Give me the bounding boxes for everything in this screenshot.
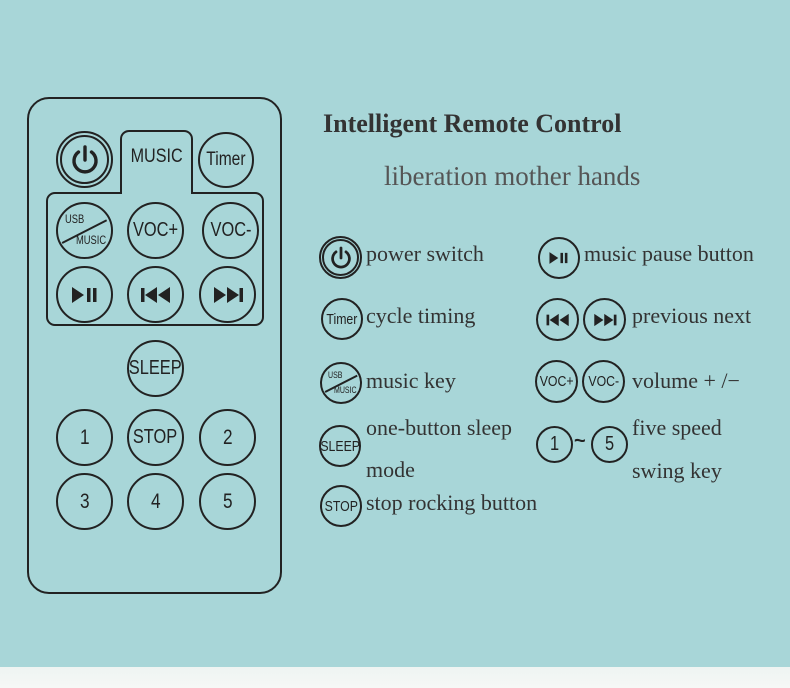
legend-pause-text: music pause button [584, 241, 754, 266]
play-pause-icon [71, 286, 96, 303]
legend-volume-text: volume + /− [632, 368, 740, 393]
legend-speed-5-key: 5 [591, 426, 628, 463]
usb-music-label: MUSIC [334, 385, 357, 395]
usb-music-button[interactable]: USB MUSIC [56, 202, 113, 259]
previous-button[interactable] [127, 266, 184, 323]
legend-power-text: power switch [366, 241, 484, 266]
legend-sleep-key: SLEEP [319, 425, 361, 467]
next-icon [213, 286, 243, 303]
legend-timer-key: Timer [321, 298, 363, 340]
power-button-inner[interactable] [60, 135, 109, 184]
power-icon [330, 246, 351, 268]
music-button-label: MUSIC [130, 146, 183, 167]
legend-sleep-text-line1: one-button sleep [366, 415, 513, 440]
legend-power-ring [319, 236, 362, 279]
previous-icon [546, 313, 569, 326]
legend-music-key-text: music key [366, 368, 456, 393]
power-icon [71, 144, 98, 174]
voc-minus-button[interactable]: VOC- [202, 202, 259, 259]
speed-1-button[interactable]: 1 [56, 409, 113, 466]
timer-button[interactable]: Timer [198, 132, 254, 188]
legend-speed-text-line2: swing key [632, 458, 722, 483]
stop-button[interactable]: STOP [127, 409, 184, 466]
remote-body [27, 97, 282, 594]
legend-previous-key [536, 298, 579, 341]
speed-3-button[interactable]: 3 [56, 473, 113, 530]
play-pause-button[interactable] [56, 266, 113, 323]
legend-stop-key: STOP [320, 485, 362, 527]
next-button[interactable] [199, 266, 256, 323]
legend-range-separator: ~ [574, 430, 586, 452]
legend-speed-text-line1: five speed [632, 415, 722, 440]
legend-voc-minus-key: VOC- [582, 360, 625, 403]
legend-sleep-text-line2: mode [366, 457, 415, 482]
voc-plus-button[interactable]: VOC+ [127, 202, 184, 259]
legend-stop-text: stop rocking button [366, 490, 538, 515]
legend-timer-text: cycle timing [366, 303, 476, 328]
legend-usb-key: USB MUSIC [320, 362, 362, 404]
bottom-strip [0, 667, 790, 688]
play-pause-icon [549, 252, 568, 264]
legend-voc-plus-key: VOC+ [535, 360, 578, 403]
legend-next-key [583, 298, 626, 341]
legend-prev-next-text: previous next [632, 303, 752, 328]
power-button[interactable] [56, 131, 113, 188]
page-subtitle: liberation mother hands [384, 161, 641, 191]
legend-pause-key [538, 237, 580, 279]
usb-label: USB [65, 212, 85, 226]
usb-music-label: MUSIC [76, 233, 107, 247]
speed-2-button[interactable]: 2 [199, 409, 256, 466]
music-button[interactable]: MUSIC [120, 130, 193, 194]
page-title: Intelligent Remote Control [323, 109, 622, 138]
previous-icon [140, 286, 170, 303]
legend-speed-1-key: 1 [536, 426, 573, 463]
speed-5-button[interactable]: 5 [199, 473, 256, 530]
speed-4-button[interactable]: 4 [127, 473, 184, 530]
legend-power-key [322, 239, 359, 276]
sleep-button[interactable]: SLEEP [127, 340, 184, 397]
next-icon [593, 313, 616, 326]
usb-label: USB [328, 370, 343, 380]
